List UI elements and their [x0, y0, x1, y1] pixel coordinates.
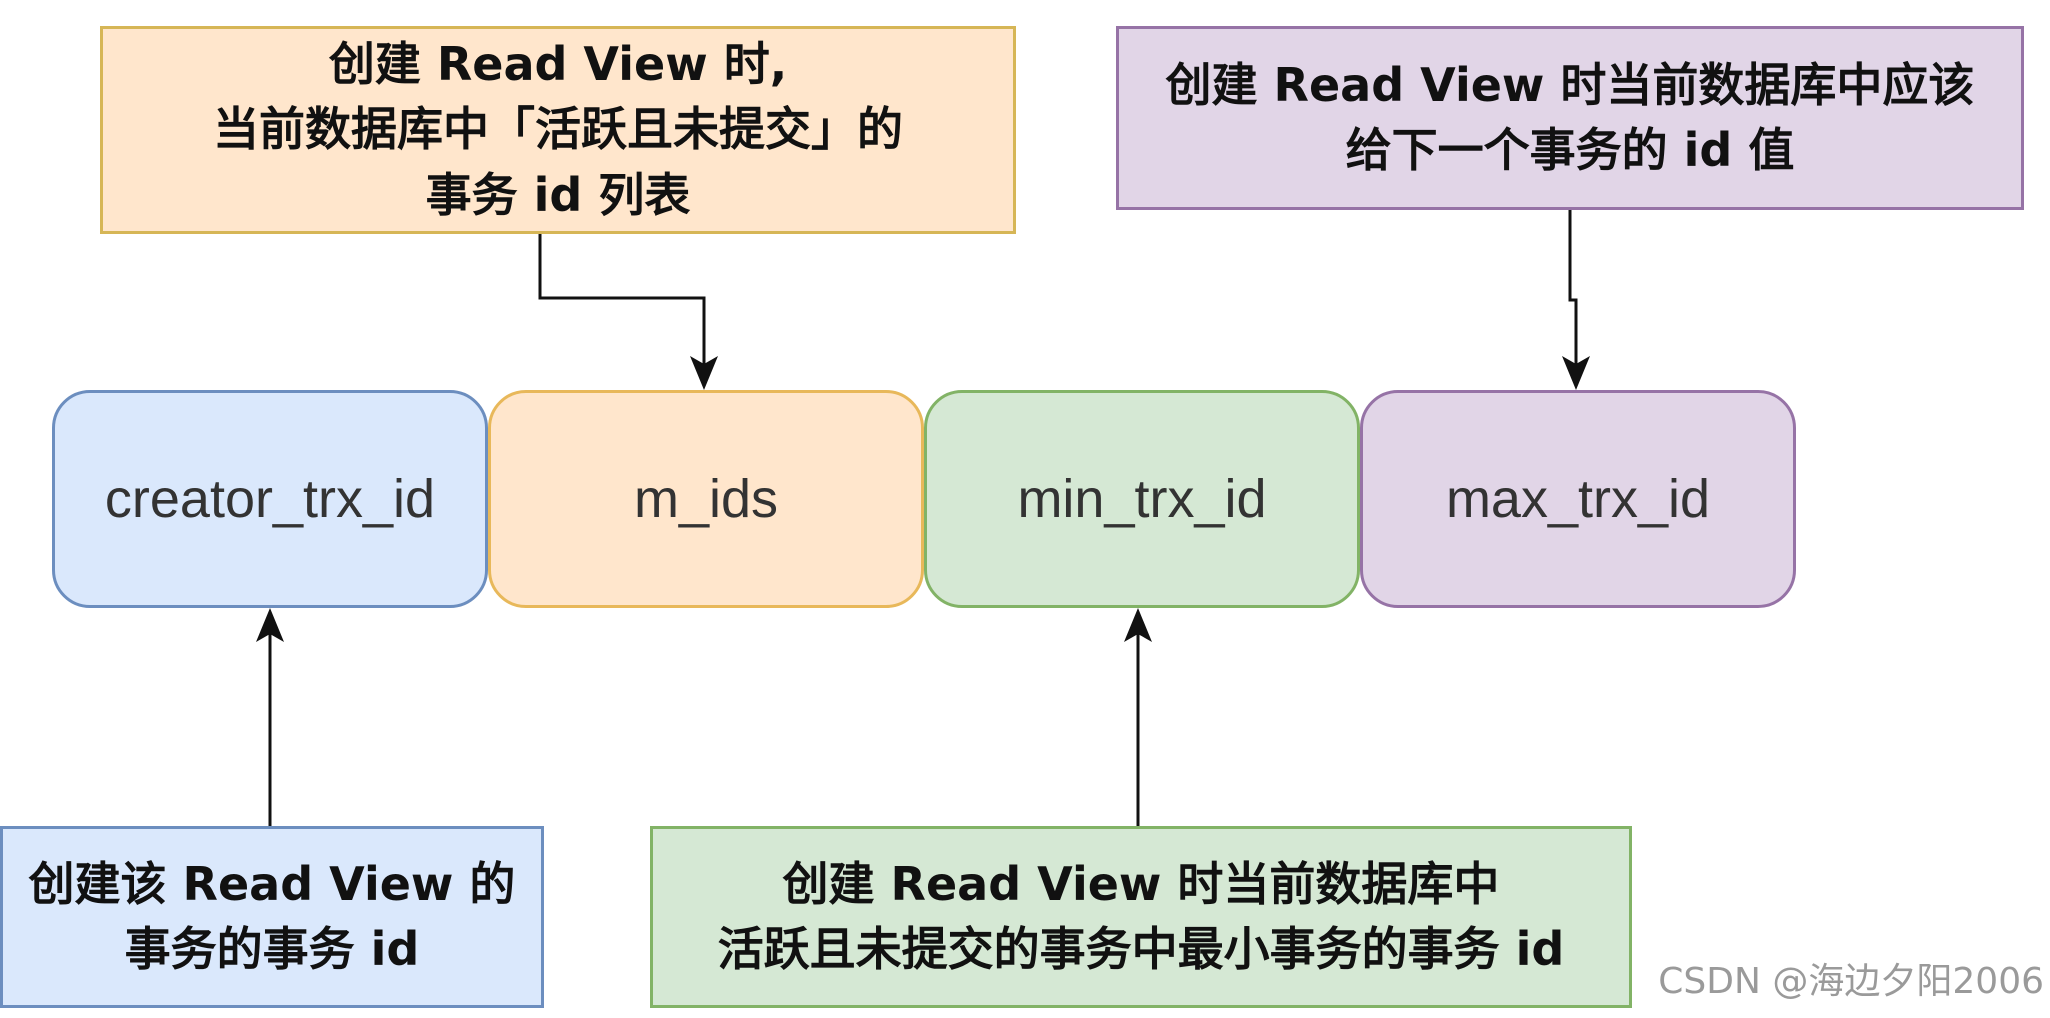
min-trx-id-description-note: 创建 Read View 时当前数据库中 活跃且未提交的事务中最小事务的事务 i…	[650, 826, 1632, 1008]
max-trx-id-field: max_trx_id	[1360, 390, 1796, 608]
creator-trx-id-note-line-2: 事务的事务 id	[124, 922, 420, 976]
m-ids-note-line-3: 事务 id 列表	[425, 167, 691, 222]
creator-trx-id-description-note: 创建该 Read View 的 事务的事务 id	[0, 826, 544, 1008]
arrow-max-trx-id-note-to-field	[1568, 210, 1578, 382]
max-trx-id-note-line-1: 创建 Read View 时当前数据库中应该	[1165, 57, 1975, 112]
arrow-m-ids-note-to-field	[538, 234, 706, 382]
min-trx-id-note-line-1: 创建 Read View 时当前数据库中	[782, 856, 1500, 911]
arrowhead-creator-trx-id	[256, 608, 284, 642]
max-trx-id-description-note: 创建 Read View 时当前数据库中应该 给下一个事务的 id 值	[1116, 26, 2024, 210]
max-trx-id-label: max_trx_id	[1445, 469, 1711, 529]
creator-trx-id-label: creator_trx_id	[104, 469, 436, 529]
m-ids-note-line-2: 当前数据库中「活跃且未提交」的	[213, 102, 903, 157]
max-trx-id-note-line-2: 给下一个事务的 id 值	[1345, 123, 1795, 177]
min-trx-id-field: min_trx_id	[924, 390, 1360, 608]
creator-trx-id-field: creator_trx_id	[52, 390, 488, 608]
m-ids-label: m_ids	[633, 469, 779, 529]
m-ids-field: m_ids	[488, 390, 924, 608]
m-ids-note-line-1: 创建 Read View 时,	[328, 37, 788, 92]
watermark: CSDN @海边夕阳2006	[1658, 961, 2044, 1002]
min-trx-id-label: min_trx_id	[1017, 469, 1267, 529]
arrowhead-max-trx-id	[1562, 356, 1590, 390]
min-trx-id-note-line-2: 活跃且未提交的事务中最小事务的事务 id	[717, 922, 1565, 976]
arrowhead-m-ids	[690, 356, 718, 390]
arrowhead-min-trx-id	[1124, 608, 1152, 642]
creator-trx-id-note-line-1: 创建该 Read View 的	[28, 856, 516, 911]
m-ids-description-note: 创建 Read View 时, 当前数据库中「活跃且未提交」的 事务 id 列表	[100, 26, 1016, 234]
